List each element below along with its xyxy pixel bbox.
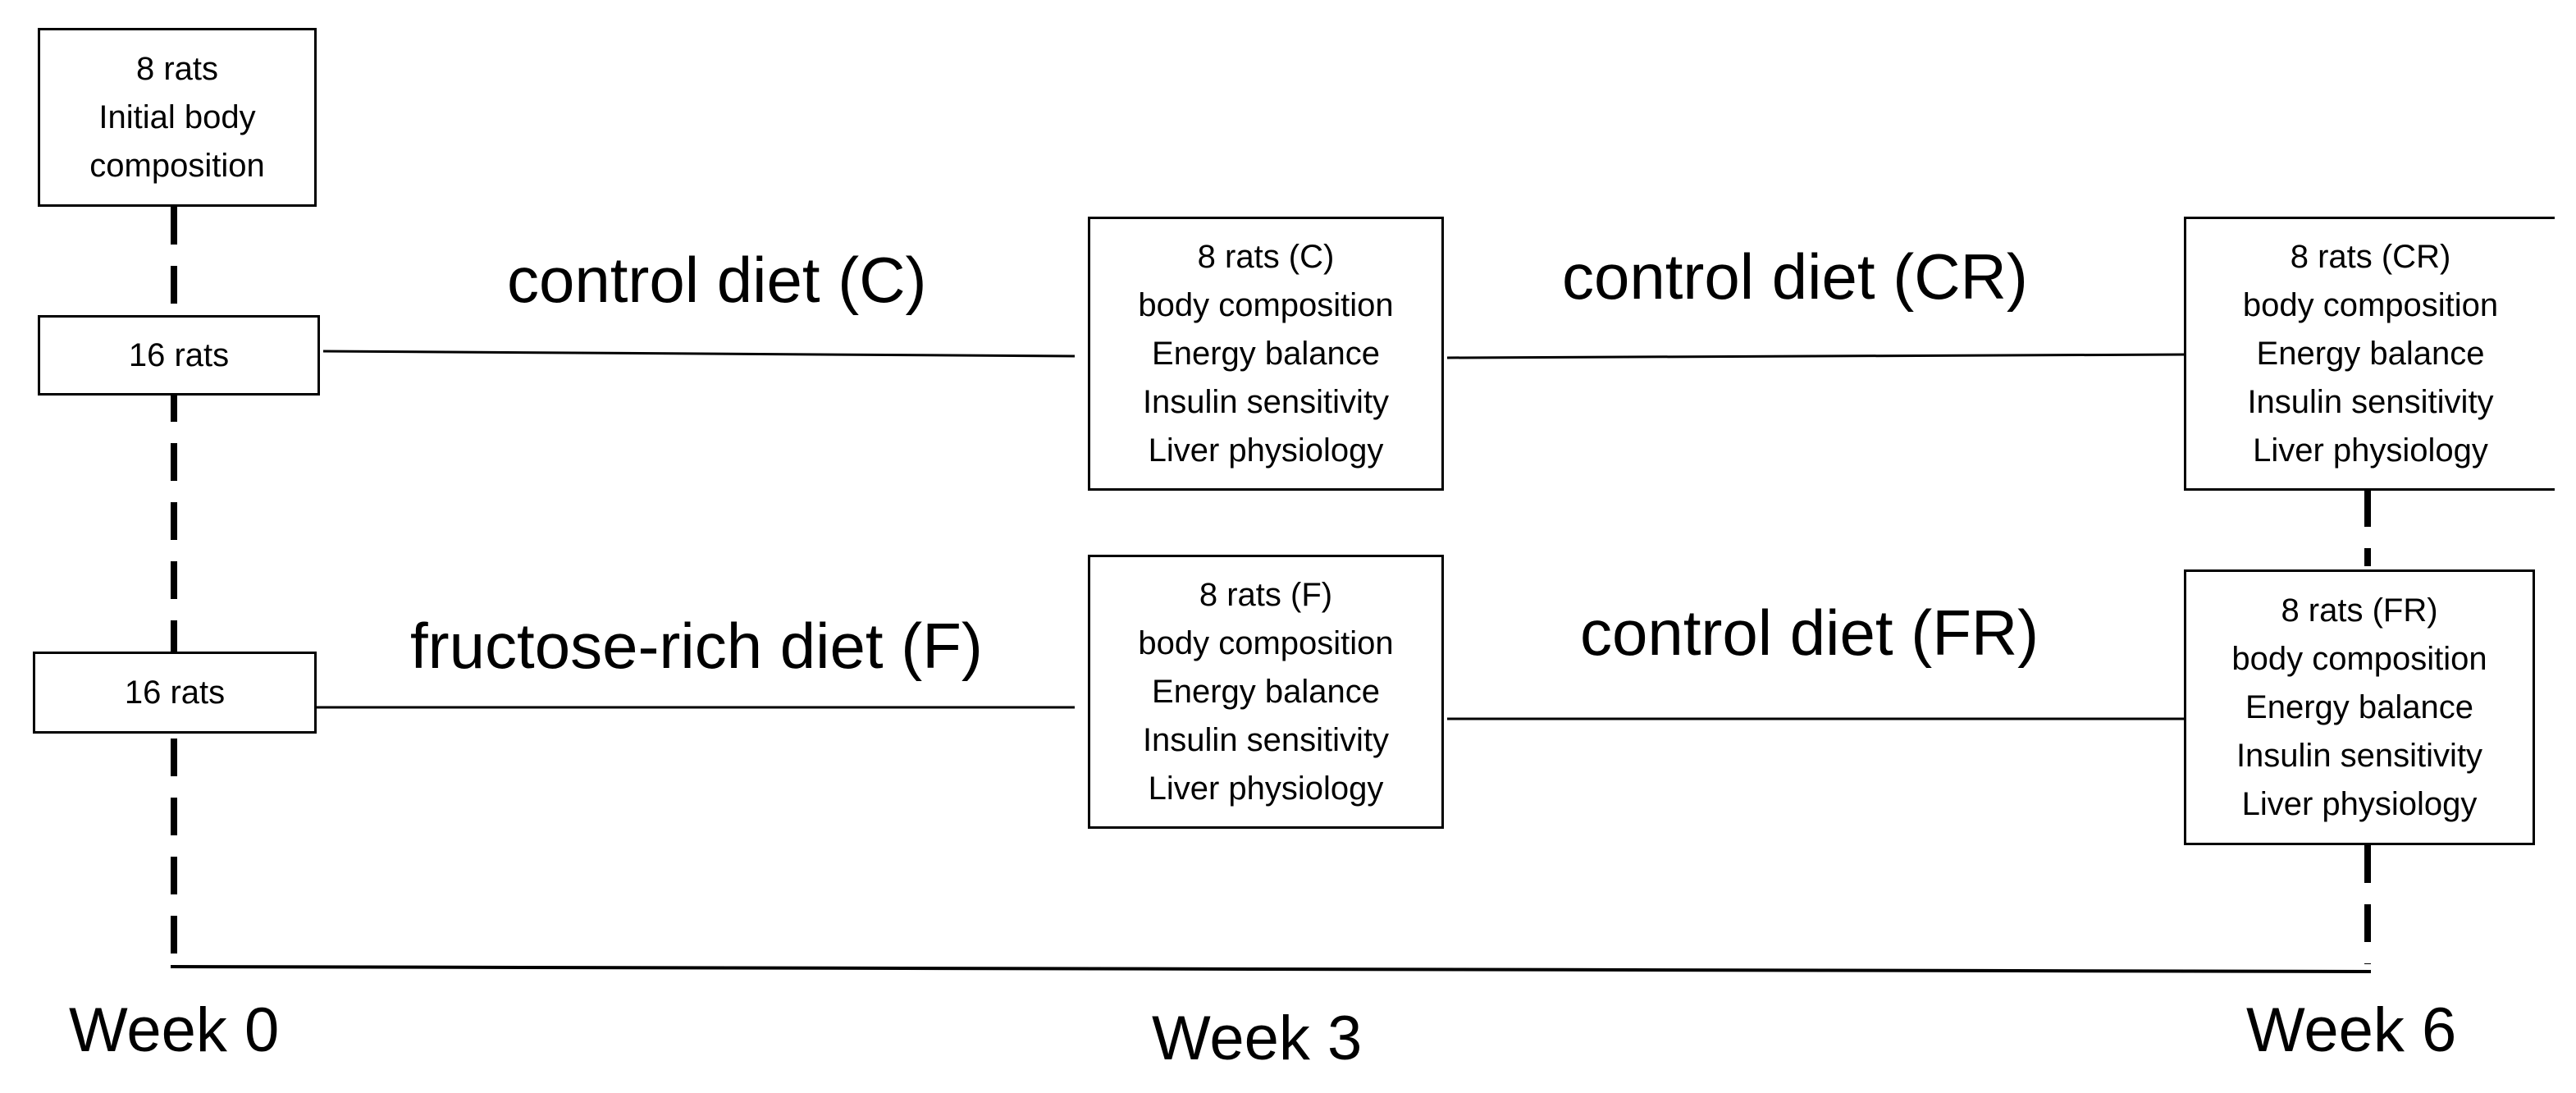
group-f-start-box: 16 rats: [33, 652, 317, 734]
bottom-timeline: [170, 965, 2372, 973]
week3-group-c-box: 8 rats (C) body composition Energy balan…: [1088, 217, 1444, 491]
week6-group-cr-box: 8 rats (CR) body composition Energy bala…: [2184, 217, 2555, 491]
box-line: Energy balance: [2245, 688, 2473, 725]
box-line: Liver physiology: [2241, 785, 2478, 822]
box-line: Initial body: [98, 98, 256, 135]
box-line: Insulin sensitivity: [1142, 721, 1390, 758]
diet-label-cr: control diet (CR): [1562, 240, 2028, 313]
box-line: 8 rats: [135, 50, 219, 87]
box-line: 16 rats: [128, 336, 230, 373]
week-0-label: Week 0: [69, 995, 280, 1065]
box-line: Energy balance: [2256, 335, 2485, 372]
diet-label-f: fructose-rich diet (F): [410, 610, 983, 682]
initial-body-composition-box: 8 rats Initial body composition: [38, 28, 317, 207]
box-line: Insulin sensitivity: [2247, 383, 2494, 420]
week6-group-fr-box: 8 rats (FR) body composition Energy bala…: [2184, 569, 2535, 845]
box-line: body composition: [2242, 286, 2499, 323]
box-line: body composition: [2231, 640, 2487, 677]
box-line: Energy balance: [1152, 335, 1380, 372]
week-6-label: Week 6: [2246, 995, 2457, 1065]
box-line: Liver physiology: [1148, 432, 1384, 469]
box-line: body composition: [1138, 286, 1394, 323]
box-line: 16 rats: [124, 674, 226, 711]
diet-label-c: control diet (C): [507, 244, 927, 316]
box-line: 8 rats (C): [1197, 238, 1335, 275]
group-c-start-box: 16 rats: [38, 315, 320, 396]
line-control-diet-c: [322, 350, 1076, 358]
box-line: Liver physiology: [1148, 770, 1384, 807]
box-line: 8 rats (CR): [2290, 238, 2451, 275]
diet-label-fr: control diet (FR): [1580, 597, 2039, 669]
box-line: Insulin sensitivity: [2236, 737, 2483, 774]
line-control-diet-cr: [1446, 353, 2190, 359]
box-line: Insulin sensitivity: [1142, 383, 1390, 420]
box-line: 8 rats (FR): [2281, 592, 2438, 629]
box-line: composition: [89, 147, 265, 184]
box-line: Energy balance: [1152, 673, 1380, 710]
box-line: body composition: [1138, 624, 1394, 661]
box-line: 8 rats (F): [1199, 576, 1333, 613]
box-line: Liver physiology: [2253, 432, 2488, 469]
week-3-label: Week 3: [1152, 1004, 1363, 1073]
week3-group-f-box: 8 rats (F) body composition Energy balan…: [1088, 555, 1444, 829]
